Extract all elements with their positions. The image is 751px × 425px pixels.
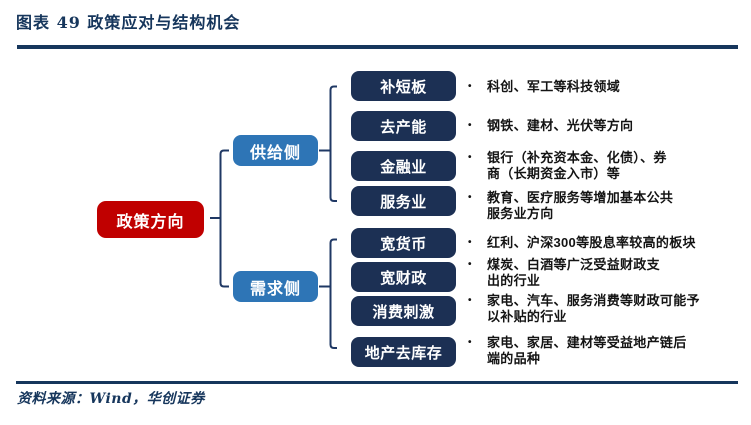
leaf-node-label: 补短板 [380,78,427,96]
leaf-node-label: 去产能 [380,118,427,136]
bullet-item: • 家电、家居、建材等受益地产链后 端的品种 [466,335,727,367]
root-node-label: 政策方向 [116,213,185,231]
bullet-text: 红利、沪深300等股息率较高的板块 [487,235,696,250]
footer-rule [16,381,738,384]
leaf-node-label: 金融业 [380,158,427,176]
bracket-demand-to-leaves [329,238,337,349]
bullet-icon: • [468,81,472,92]
bullet-icon: • [468,120,472,131]
leaf-node-label: 宽货币 [380,235,427,253]
bullet-text: 银行（补充资本金、化债）、券 商（长期资金入市）等 [487,150,667,181]
header-rule [17,45,738,49]
bullet-icon: • [468,295,472,306]
bullet-text: 钢铁、建材、光伏等方向 [487,118,634,133]
bullet-icon: • [468,259,472,270]
bullet-item: • 科创、军工等科技领域 [466,79,727,95]
bullet-item: • 银行（补充资本金、化债）、券 商（长期资金入市）等 [466,150,727,182]
leaf-node: 去产能 [351,111,456,141]
bullet-icon: • [468,152,472,163]
bullet-item: • 红利、沪深300等股息率较高的板块 [466,235,727,251]
root-node-policy-direction: 政策方向 [97,201,204,238]
bullet-item: • 教育、医疗服务等增加基本公共 服务业方向 [466,190,727,222]
branch-node-label: 供给侧 [249,144,301,162]
bracket-root-to-branches [219,149,229,288]
bullet-icon: • [468,192,472,203]
branch-node-demand-side: 需求侧 [233,271,318,302]
leaf-node-label: 地产去库存 [364,344,443,362]
figure-title: 图表 49 政策应对与结构机会 [16,13,241,32]
bullet-item: • 钢铁、建材、光伏等方向 [466,118,727,134]
bullet-text: 家电、家居、建材等受益地产链后 端的品种 [487,335,687,366]
bullet-item: • 煤炭、白酒等广泛受益财政支 出的行业 [466,257,727,289]
leaf-node: 补短板 [351,71,456,101]
bullet-text: 教育、医疗服务等增加基本公共 服务业方向 [487,190,674,221]
leaf-node-label: 服务业 [380,193,427,211]
bullet-icon: • [468,237,472,248]
leaf-node: 金融业 [351,151,456,181]
source-note: 资料来源：Wind，华创证券 [17,391,205,407]
bullet-text: 科创、军工等科技领域 [487,79,621,94]
leaf-node: 地产去库存 [351,337,456,367]
bracket-supply-to-leaves [329,85,337,202]
bullet-item: • 家电、汽车、服务消费等财政可能予 以补贴的行业 [466,293,727,325]
leaf-node: 消费刺激 [351,296,456,326]
leaf-node-label: 消费刺激 [372,303,435,321]
bullet-icon: • [468,337,472,348]
leaf-node: 服务业 [351,186,456,216]
bullet-text: 煤炭、白酒等广泛受益财政支 出的行业 [487,257,660,288]
branch-node-supply-side: 供给侧 [233,135,318,166]
leaf-node-label: 宽财政 [380,269,427,287]
bullet-text: 家电、汽车、服务消费等财政可能予 以补贴的行业 [487,293,700,324]
leaf-node: 宽货币 [351,228,456,258]
leaf-node: 宽财政 [351,262,456,292]
branch-node-label: 需求侧 [249,280,301,298]
